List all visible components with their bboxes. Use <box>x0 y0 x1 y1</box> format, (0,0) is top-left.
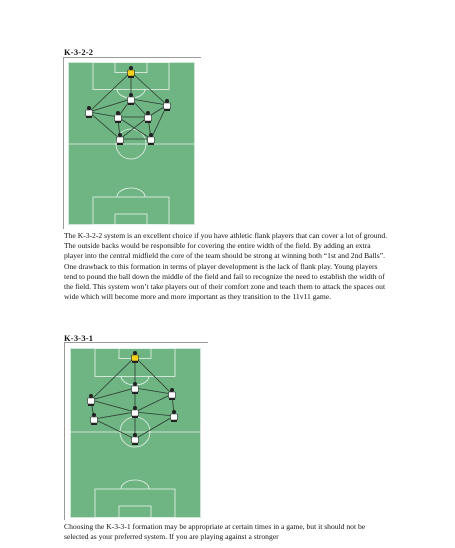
players <box>85 66 171 145</box>
soccer-player-icon <box>170 410 178 422</box>
soccer-player-icon <box>168 388 176 400</box>
soccer-player-icon <box>85 106 93 118</box>
soccer-player-icon <box>131 433 139 445</box>
section-paragraph-k331: Choosing the K-3-3-1 formation may be ap… <box>64 522 366 542</box>
soccer-player-icon <box>144 111 152 123</box>
section-heading-k322: K-3-2-2 <box>64 47 94 57</box>
formation-connectors <box>90 356 175 440</box>
section-heading-k331: K-3-3-1 <box>64 333 94 343</box>
soccer-player-icon <box>131 406 139 418</box>
formation-diagram-k322 <box>63 57 201 229</box>
soccer-player-icon <box>147 133 155 145</box>
goalkeeper-icon <box>127 66 135 78</box>
soccer-player-icon <box>131 382 139 394</box>
soccer-player-icon <box>114 111 122 123</box>
pitch <box>70 348 201 518</box>
soccer-player-icon <box>116 133 124 145</box>
goalkeeper-icon <box>131 351 139 363</box>
section-paragraph-k322: The K-3-2-2 system is an excellent choic… <box>64 231 388 302</box>
soccer-player-icon <box>90 413 98 425</box>
pitch <box>68 62 195 225</box>
players <box>87 351 178 445</box>
soccer-player-icon <box>163 99 171 111</box>
soccer-player-icon <box>127 93 135 105</box>
formation-diagram-k331 <box>64 342 208 520</box>
soccer-player-icon <box>87 394 95 406</box>
